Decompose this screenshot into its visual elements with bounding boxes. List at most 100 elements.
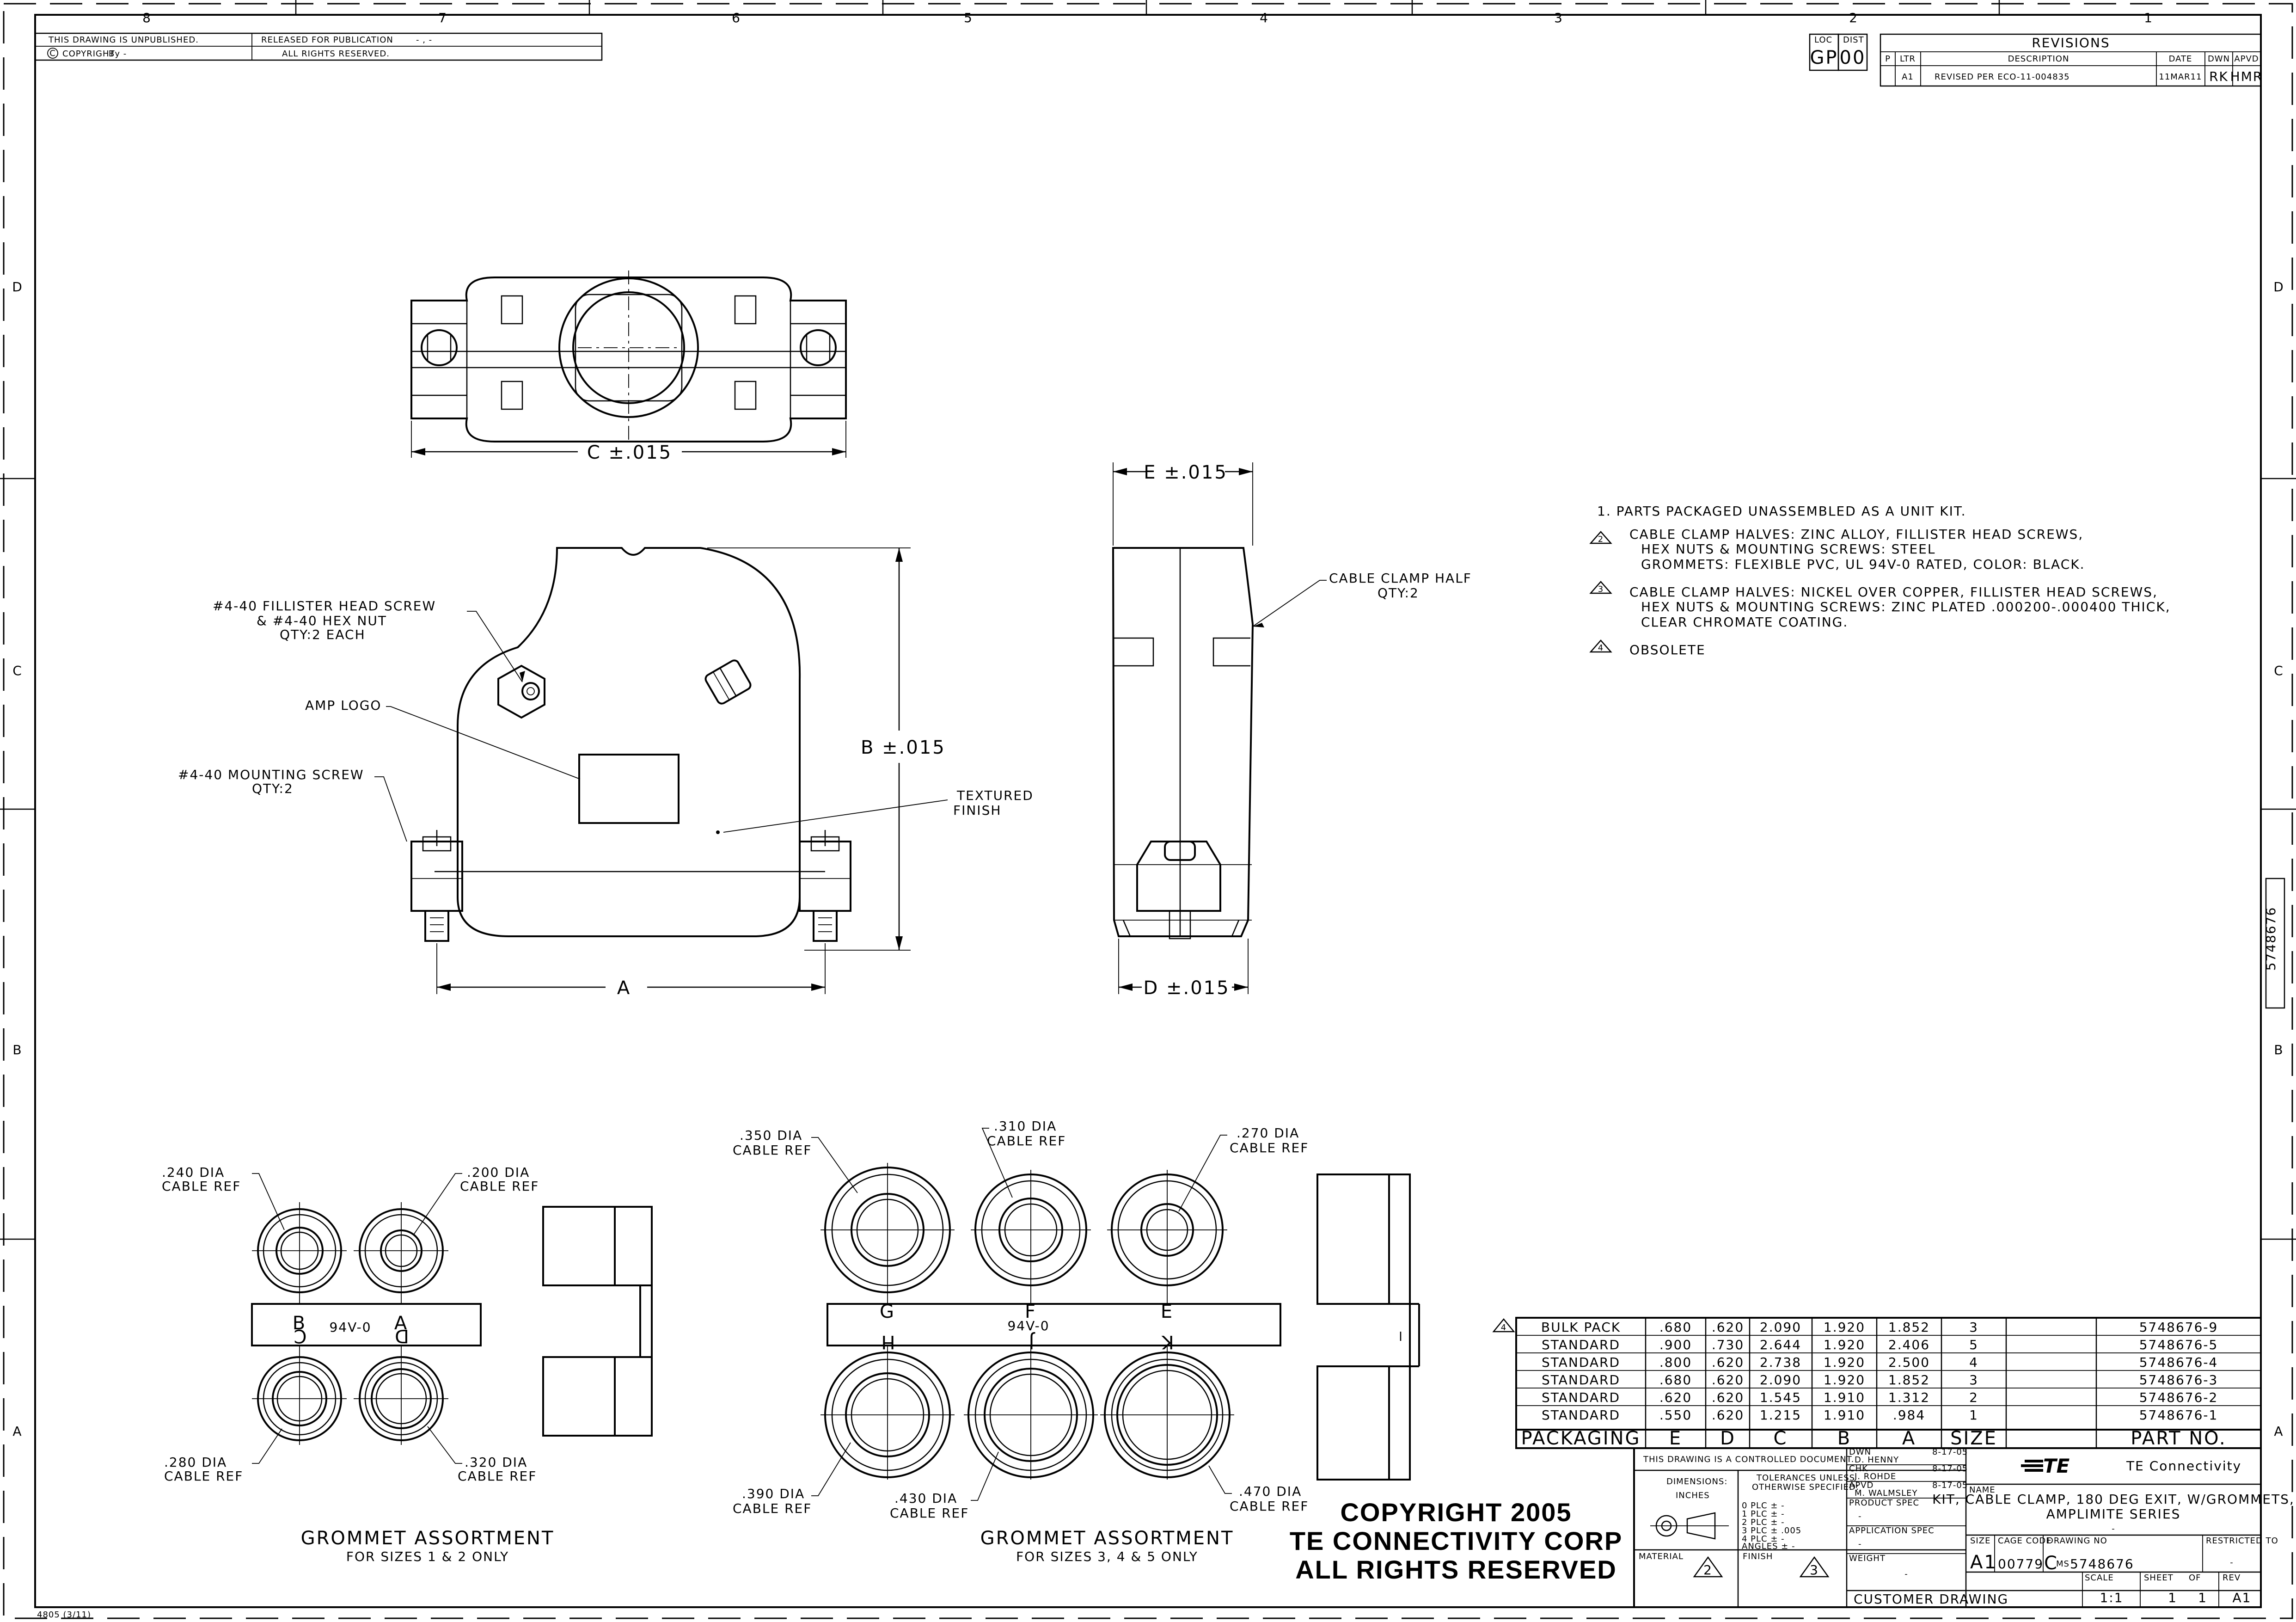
notes-block: 1. PARTS PACKAGED UNASSEMBLED AS A UNIT … (1589, 504, 2170, 657)
table-cell: 5748676-3 (2139, 1372, 2218, 1388)
table-cell: 5748676-2 (2139, 1390, 2218, 1405)
zone-label-top: 8 (142, 10, 152, 25)
table-cell: 1.920 (1824, 1320, 1865, 1335)
copyright-line-3: ALL RIGHTS RESERVED (1295, 1555, 1617, 1584)
table-cell: 5748676-9 (2139, 1320, 2218, 1335)
form-number: 4805 (3/11) (37, 1610, 91, 1620)
grommet-rating: 94V-0 (329, 1320, 371, 1335)
grommet-dia-280: .280 DIA (164, 1455, 227, 1470)
table-cell: 2.090 (1760, 1320, 1801, 1335)
table-cell: 2.500 (1888, 1355, 1930, 1370)
grommet-dia-430: .430 DIA (894, 1491, 957, 1506)
table-cell: 5 (1969, 1337, 1978, 1352)
note-3-flag: 3 (1598, 584, 1604, 594)
revisions-table: REVISIONS P LTR DESCRIPTION DATE DWN APV… (1880, 33, 2263, 87)
tol-1plc: 1 PLC ± - (1742, 1509, 1785, 1519)
table-cell: 1 (1969, 1407, 1978, 1423)
side-part-number: 5748676 (2263, 907, 2278, 971)
size-value: A1 (1970, 1552, 1997, 1573)
rev-col: DATE (2169, 54, 2192, 64)
dist-value: 00 (1840, 47, 1866, 68)
mounting-screw-left (410, 830, 463, 942)
cable-ref-label: CABLE REF (733, 1143, 812, 1158)
rev-apvd: HMR (2230, 69, 2263, 84)
table-cell: 1.920 (1824, 1355, 1865, 1370)
table-cell: .620 (1712, 1320, 1744, 1335)
cable-clamp-label-1: CABLE CLAMP HALF (1329, 571, 1472, 586)
table-cell: STANDARD (1542, 1355, 1620, 1370)
zone-label-side: C (2274, 663, 2284, 678)
table-cell: 1.545 (1760, 1390, 1801, 1405)
amp-logo-label: AMP LOGO (305, 698, 381, 713)
table-header: B (1837, 1428, 1851, 1449)
dwn-label: DWN (1849, 1447, 1871, 1457)
table-cell: 5748676-4 (2139, 1355, 2218, 1370)
table-cell: 3 (1969, 1372, 1978, 1388)
table-cell: .620 (1712, 1407, 1744, 1423)
projection-symbol-icon (1650, 1512, 1729, 1540)
table-header: C (1774, 1428, 1788, 1449)
table-cell: .800 (1659, 1355, 1692, 1370)
application-spec-label: APPLICATION SPEC (1849, 1526, 1935, 1536)
table-cell: .550 (1659, 1407, 1692, 1423)
product-spec-label: PRODUCT SPEC (1849, 1498, 1919, 1508)
finish-label: FINISH (1743, 1552, 1773, 1561)
mounting-screw-right (799, 830, 851, 942)
table-cell: 1.852 (1888, 1320, 1930, 1335)
grommet-assortment-title: GROMMET ASSORTMENT (980, 1528, 1234, 1549)
tol-2plc: 2 PLC ± - (1742, 1518, 1785, 1527)
company-name: TE Connectivity (2126, 1458, 2241, 1474)
tolerances-label-1: TOLERANCES UNLESS (1756, 1473, 1855, 1483)
cable-ref-label: CABLE REF (460, 1179, 539, 1194)
grommet-letter-j: J (1028, 1331, 1036, 1352)
table-header: PART NO. (2131, 1428, 2226, 1449)
tolerances-label-2: OTHERWISE SPECIFIED: (1752, 1482, 1859, 1492)
dim-d-label: D ±.015 (1143, 977, 1230, 999)
sheet-value: 1 (2168, 1590, 2177, 1605)
mount-screw-label-1: #4-40 MOUNTING SCREW (178, 767, 364, 782)
zone-label-top: 5 (964, 10, 973, 25)
table-header: PACKAGING (1521, 1428, 1641, 1449)
part-name-line-1: KIT, CABLE CLAMP, 180 DEG EXIT, W/GROMME… (1932, 1492, 2295, 1507)
sheet-label: SHEET (2144, 1573, 2174, 1583)
apvd-date: 8-17-05 (1932, 1481, 1968, 1490)
copyright-line-1: COPYRIGHT 2005 (1340, 1498, 1572, 1527)
material-flag: 2 (1703, 1562, 1713, 1578)
cage-code-label: CAGE CODE (1998, 1536, 2052, 1546)
side-part-tab: 5748676 (2263, 878, 2285, 1009)
te-logo-text: TE (2043, 1455, 2070, 1477)
chk-date: 8-17-05 (1932, 1464, 1968, 1474)
tol-4plc: 4 PLC ± - (1742, 1534, 1785, 1544)
dim-c-label: C ±.015 (587, 442, 672, 463)
table-cell: 1.910 (1824, 1390, 1865, 1405)
table-cell: 1.920 (1824, 1337, 1865, 1352)
textured-label-2: FINISH (953, 803, 1001, 818)
zone-label-side: B (12, 1042, 22, 1057)
chk-name: J. ROHDE (1854, 1472, 1896, 1481)
dist-label: DIST (1843, 35, 1864, 45)
cable-clamp-label-2: QTY:2 (1378, 585, 1419, 601)
grommet-dia-350: .350 DIA (740, 1128, 802, 1143)
table-cell: 2.090 (1760, 1372, 1801, 1388)
mount-screw-label-2: QTY:2 (252, 781, 294, 796)
note-4-flag: 4 (1598, 643, 1604, 653)
zone-label-top: 2 (1849, 10, 1858, 25)
grommet-assortment-subtitle: FOR SIZES 3, 4 & 5 ONLY (1016, 1549, 1198, 1564)
finish-flag: 3 (1810, 1562, 1819, 1578)
of-value: 1 (2198, 1590, 2207, 1605)
publication-header: THIS DRAWING IS UNPUBLISHED. C COPYRIGHT… (34, 32, 1868, 71)
grommet-letter-h: H (880, 1331, 895, 1352)
rev-ltr: A1 (1902, 72, 1914, 82)
application-spec-value: - (1858, 1539, 1862, 1549)
cable-ref-label: CABLE REF (987, 1133, 1066, 1149)
grommet-rating: 94V-0 (1007, 1318, 1049, 1333)
drawing-no-label: DRAWING NO (2047, 1536, 2107, 1546)
cable-ref-label: CABLE REF (1230, 1140, 1309, 1155)
restricted-label: RESTRICTED TO (2206, 1536, 2278, 1546)
tol-angles: ANGLES ± - (1742, 1542, 1795, 1551)
cable-ref-label: CABLE REF (1230, 1499, 1309, 1514)
rev-col: DWN (2208, 54, 2230, 64)
note-2-line-2: HEX NUTS & MOUNTING SCREWS: STEEL (1641, 541, 1935, 557)
chk-label: CHK (1849, 1464, 1868, 1474)
